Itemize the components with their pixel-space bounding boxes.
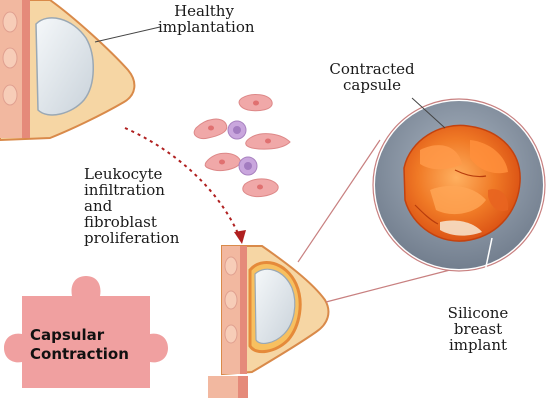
- healthy-implantation-label: Healthy implantation: [158, 2, 255, 36]
- healthy-label-line-1: Healthy: [174, 2, 234, 20]
- puzzle-piece-icon: [4, 276, 168, 388]
- capsule-photo: [372, 98, 546, 272]
- connector-line-bottom: [325, 269, 451, 303]
- puzzle-label-line-1: Capsular: [30, 326, 105, 344]
- process-label-line-5: proliferation: [84, 229, 180, 247]
- implant-label-line-2: breast: [453, 320, 503, 338]
- contracted-label-line-2: capsule: [343, 76, 401, 94]
- silicone-implant-label: Silicone breast implant: [438, 305, 518, 353]
- process-label-line-4: fibroblast: [84, 213, 157, 231]
- progression-arrowhead: [234, 230, 246, 244]
- healthy-breast-illustration: [0, 0, 136, 142]
- implant-label-pointer: [477, 237, 493, 306]
- healthy-label-pointer: [94, 26, 161, 43]
- healthy-label-line-2: implantation: [158, 18, 255, 36]
- implant-label-line-1: Silicone: [447, 304, 509, 322]
- puzzle-label-line-2: Contraction: [30, 345, 129, 363]
- healthy-implant-shape: [35, 17, 94, 116]
- contracted-breast-illustration: [208, 245, 330, 398]
- process-label-line-1: Leukocyte: [84, 165, 163, 183]
- implant-label-line-3: implant: [448, 336, 508, 354]
- capsular-contraction-label: Capsular Contraction: [30, 326, 129, 364]
- process-label: Leukocyte infiltration and fibroblast pr…: [84, 166, 179, 246]
- connector-line-top: [297, 139, 381, 263]
- contracted-capsule-label: Contracted capsule: [320, 61, 424, 93]
- contracted-label-line-1: Contracted: [329, 60, 415, 78]
- process-label-line-3: and: [84, 197, 113, 215]
- contracted-implant-shape: [254, 268, 296, 344]
- contracted-label-pointer: [411, 97, 446, 129]
- process-label-line-2: infiltration: [84, 181, 165, 199]
- cells-cluster-icon: [193, 94, 291, 197]
